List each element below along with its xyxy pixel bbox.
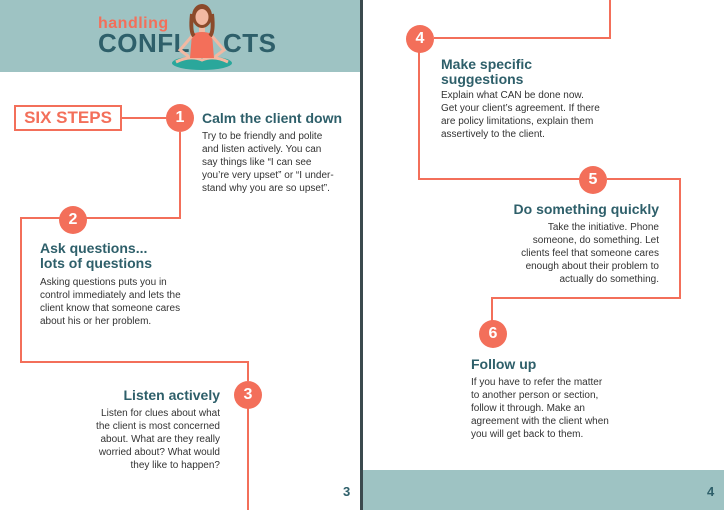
step-description: Listen for clues about what the client i… bbox=[96, 408, 220, 471]
step-title: Ask questions... lots of questions bbox=[40, 240, 152, 271]
connector-line bbox=[20, 217, 22, 363]
connector-line bbox=[122, 117, 168, 119]
step-number-badge: 1 bbox=[166, 104, 194, 132]
step-description: Explain what CAN be done now. Get your c… bbox=[441, 90, 600, 140]
step-description: Try to be friendly and polite and listen… bbox=[202, 131, 334, 194]
meditating-woman-illustration bbox=[172, 4, 232, 70]
step-title: Listen actively bbox=[123, 387, 221, 403]
brand-title-part1: CONFLI bbox=[98, 28, 198, 58]
connector-line bbox=[418, 178, 592, 180]
connector-line bbox=[679, 178, 681, 298]
step-description: If you have to refer the matter to anoth… bbox=[471, 377, 609, 440]
step-number-badge: 3 bbox=[234, 381, 262, 409]
connector-line bbox=[86, 217, 181, 219]
book-spine bbox=[360, 0, 363, 510]
step-number-badge: 2 bbox=[59, 206, 87, 234]
left-page: handling CONFLI CTS SIX STEPS 1 Calm the… bbox=[0, 0, 360, 510]
connector-line bbox=[247, 408, 249, 510]
step-number-badge: 6 bbox=[479, 320, 507, 348]
connector-line bbox=[491, 297, 493, 321]
connector-line bbox=[179, 132, 181, 218]
footer-band bbox=[363, 470, 724, 510]
step-description: Asking questions puts you in control imm… bbox=[40, 277, 181, 327]
page-number: 4 bbox=[707, 484, 715, 499]
connector-line bbox=[434, 37, 611, 39]
step-number-badge: 4 bbox=[406, 25, 434, 53]
brand-title-small: handling bbox=[98, 15, 169, 32]
connector-line bbox=[247, 361, 249, 381]
connector-line bbox=[20, 361, 248, 363]
step-title: Make specific suggestions bbox=[441, 56, 533, 87]
step-title: Follow up bbox=[471, 356, 537, 372]
right-page: 4 Make specific suggestions Explain what… bbox=[363, 0, 724, 510]
six-steps-label: SIX STEPS bbox=[14, 105, 122, 131]
connector-line bbox=[607, 178, 680, 180]
step-description: Take the initiative. Phone someone, do s… bbox=[521, 222, 659, 285]
page-number: 3 bbox=[343, 484, 351, 499]
connector-line bbox=[491, 297, 681, 299]
connector-line bbox=[418, 52, 420, 179]
brand-title-part2: CTS bbox=[223, 28, 277, 58]
step-title: Do something quickly bbox=[513, 201, 659, 217]
step-title: Calm the client down bbox=[202, 110, 343, 126]
step-number-badge: 5 bbox=[579, 166, 607, 194]
connector-line bbox=[609, 0, 611, 38]
connector-line bbox=[20, 217, 60, 219]
